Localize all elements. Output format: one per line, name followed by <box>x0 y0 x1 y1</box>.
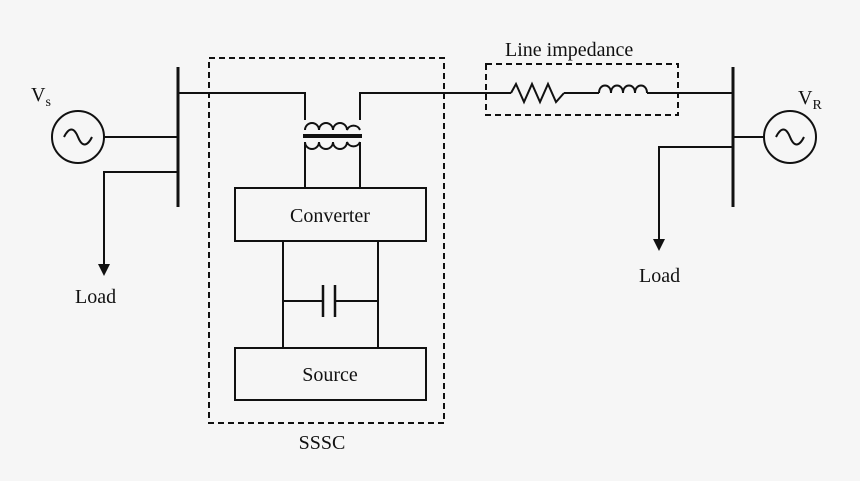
right-load-line <box>658 146 733 240</box>
transformer-primary-coil <box>304 122 361 131</box>
inductor <box>598 84 648 94</box>
converter-box <box>234 187 427 242</box>
line-to-transformer <box>178 92 306 120</box>
converter-label: Converter <box>290 205 370 227</box>
receiving-voltage-label: VR <box>798 87 822 113</box>
line-impedance-boundary <box>485 63 679 116</box>
sending-voltage-label: Vs <box>31 84 51 110</box>
line-impedance-label: Line impedance <box>505 39 633 61</box>
sssc-label: SSSC <box>299 432 346 454</box>
left-load-label: Load <box>75 286 116 308</box>
resistor <box>510 81 565 105</box>
right-load-arrow <box>653 239 665 251</box>
left-load-arrow <box>98 264 110 276</box>
transformer-secondary-coil <box>304 141 361 150</box>
right-load-label: Load <box>639 265 680 287</box>
sending-source-sine <box>63 128 93 146</box>
receiving-source-circle <box>763 110 817 164</box>
left-load-line <box>103 171 178 265</box>
source-label: Source <box>302 364 358 386</box>
receiving-source-sine <box>775 128 805 146</box>
line-from-transformer <box>359 92 490 120</box>
source-box <box>234 347 427 401</box>
